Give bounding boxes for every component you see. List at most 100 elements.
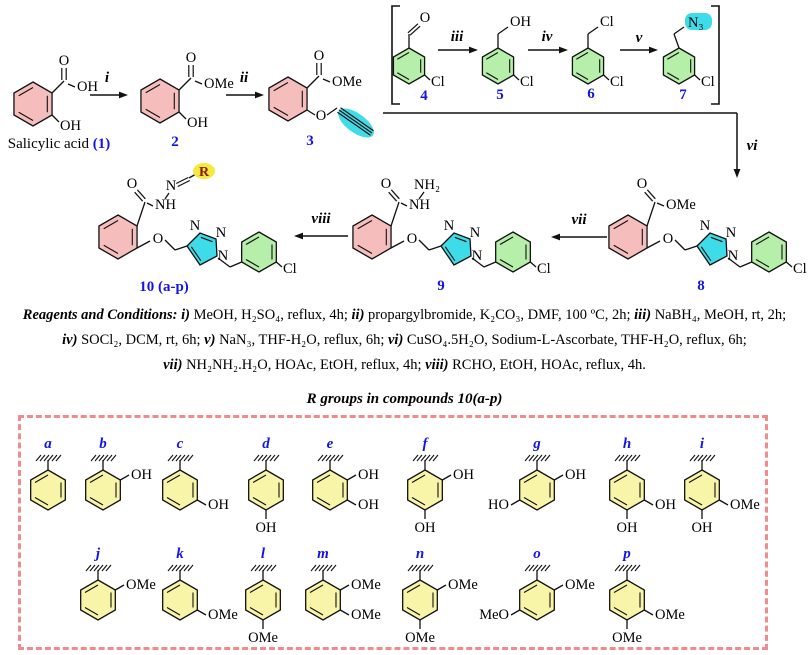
bond [34,497,49,506]
bond [136,240,151,249]
atom-label: N [700,218,711,234]
bond [486,72,499,80]
compound-2-label: 2 [171,134,179,150]
arrowhead [551,233,560,241]
bond [179,564,186,572]
bond [613,497,628,506]
bond [418,239,430,251]
atom-label: O [153,231,163,247]
bond [688,474,703,483]
atom-label: OH [617,520,638,536]
bond [406,607,421,616]
rgroup-letter: j [94,546,101,562]
bond [646,201,656,227]
bond [684,245,698,251]
reagents-segment: NaBH₄, MeOH, rt, 2h; [651,307,787,323]
bond [613,220,629,230]
bond [693,454,700,462]
bond [183,454,190,462]
bond [330,564,337,572]
bond [646,240,661,249]
bond [164,192,170,200]
bond [544,454,551,462]
atom-label: OMe [208,607,238,623]
rgroup-ring [402,579,438,621]
bond [499,259,514,268]
bond [18,111,34,121]
bond [316,474,331,483]
bond [454,236,467,243]
arrowhead [255,91,264,99]
bond [544,564,551,572]
atom-label: O [663,231,673,247]
bond [483,261,496,268]
bond [252,474,267,483]
atom-label: N [728,248,739,264]
benzene-ring [481,47,515,85]
bond [47,454,54,462]
arrow-step-viii [294,232,348,240]
bond [406,584,421,593]
arrowhead [733,169,741,178]
arrowhead [119,91,128,99]
bond [339,609,350,616]
bond [249,607,264,616]
atom-label: MeO [479,607,509,623]
bond [43,454,50,462]
rgroup-letter: k [176,546,184,562]
compound-10-label: 10 (a-p) [139,279,189,295]
reagents-segment: viii) [425,357,449,373]
bond [444,246,456,261]
reagents-segment: CuSO₄.5H₂O, Sodium-L-Ascorbate, THF-H₂O,… [403,332,747,348]
reagents-segment: RCHO, EtOH, HOAc, reflux, 4h. [448,357,646,373]
arrow-step-v [620,46,658,54]
rgroup-a: a [30,436,66,511]
bond [145,84,161,94]
bond [252,497,267,506]
bond [409,25,421,36]
bond [187,454,194,462]
bond [626,564,633,572]
atom-label: HO [488,497,509,513]
bond [553,584,564,591]
bond [103,244,119,254]
atom-label: O [420,10,430,26]
arrow-step-vi [383,112,741,178]
bond [510,609,521,616]
reagents-segment: vi) [387,332,404,348]
atom-label: OH [208,497,229,513]
bond [486,52,499,60]
bond [397,52,410,60]
bond [257,454,264,462]
bond [265,454,272,462]
azide-highlight [685,13,712,30]
bond [499,236,514,245]
rgroup-d: dOH [248,436,284,536]
bond [89,474,104,483]
rgroup-b: bOH [85,436,152,511]
bond [321,454,328,462]
bond [694,74,701,81]
bond [700,246,712,261]
bond [524,564,531,572]
atom-label: NH [155,197,176,213]
bond [245,259,260,268]
bond [187,564,194,572]
benzene-ring [662,47,696,85]
reagents-segment: iv) [62,332,78,348]
arrow-step-iv [528,46,568,54]
bond [523,584,538,593]
bond [167,454,174,462]
atom-label: OH [565,467,586,483]
bond [309,607,324,616]
bond [322,78,331,83]
bond [258,564,265,572]
bond [136,201,146,227]
bond [18,87,34,97]
step-viii-label: viii [311,211,331,227]
reagents-segment: v) [204,332,216,348]
atom-label: Cl [431,74,445,90]
